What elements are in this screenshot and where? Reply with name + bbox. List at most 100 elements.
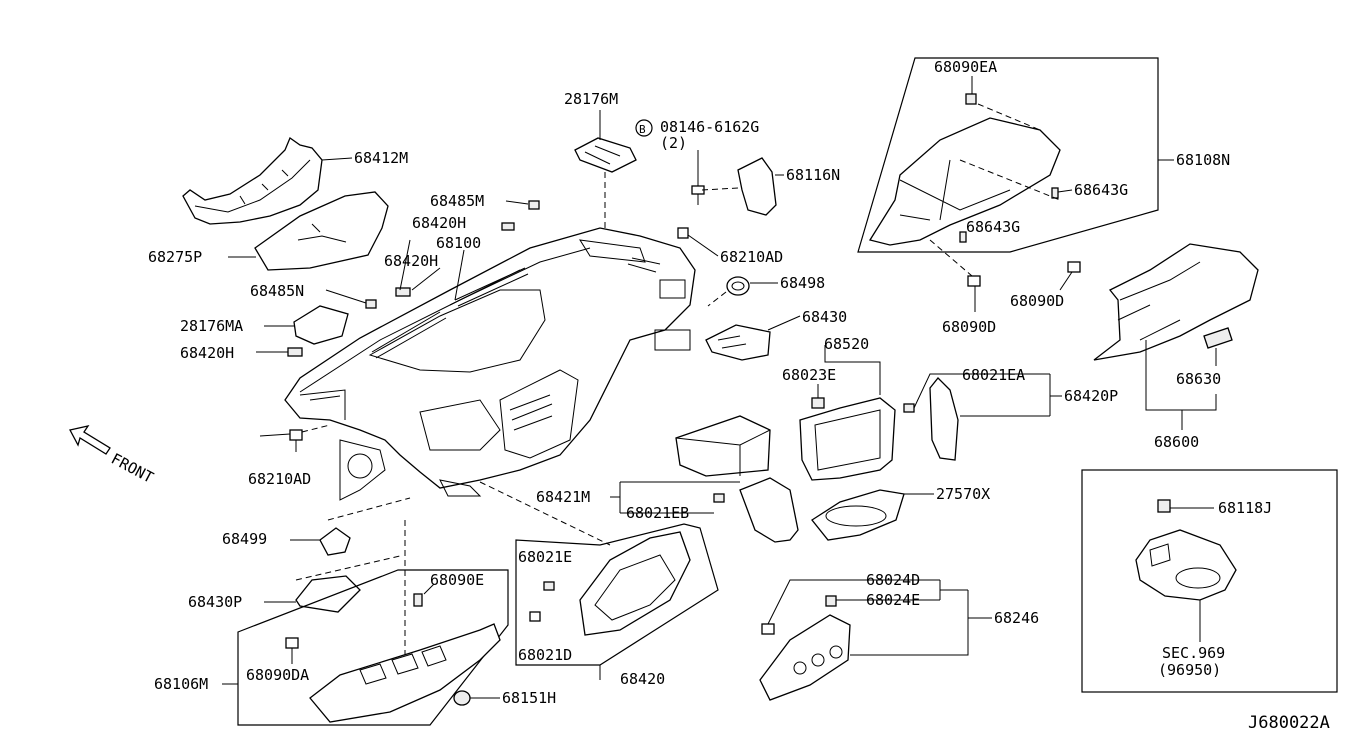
label-68420: 68420 — [620, 670, 665, 688]
part-68420P-side-trim[interactable] — [929, 377, 959, 461]
label-68100: 68100 — [436, 234, 481, 252]
bolt-68210AD-b-icon[interactable] — [289, 429, 303, 452]
leader-68520 — [824, 345, 881, 395]
leader-68485N — [325, 289, 367, 304]
guide-68090EA — [977, 103, 1041, 131]
bolt-68024D-icon[interactable] — [761, 623, 775, 635]
label-68643G-a: 68643G — [1074, 181, 1128, 199]
part-68412M-bracket[interactable] — [182, 137, 323, 225]
bolt-68090D-a-icon[interactable] — [1067, 261, 1081, 273]
label-68151H: 68151H — [502, 689, 556, 707]
front-direction-arrow — [69, 425, 111, 455]
label-27570X: 27570X — [936, 485, 990, 503]
part-sec969-box — [1081, 469, 1338, 693]
part-68421M-vent[interactable] — [739, 477, 799, 543]
clip-68151H-icon[interactable] — [453, 690, 471, 706]
label-68421M: 68421M — [536, 488, 590, 506]
leader-68420H-b — [411, 267, 441, 291]
label-68024E: 68024E — [866, 591, 920, 609]
label-68275P: 68275P — [148, 248, 202, 266]
label-68498: 68498 — [780, 274, 825, 292]
leader-68420H-a — [399, 239, 411, 291]
part-68106M-box — [237, 569, 509, 726]
part-68420-cluster-lid[interactable] — [579, 531, 691, 636]
clip-68021EB-icon[interactable] — [713, 493, 725, 503]
bolt-68021D-icon[interactable] — [529, 611, 541, 622]
front-label: FRONT — [108, 450, 156, 487]
part-68430-bracket[interactable] — [705, 324, 771, 361]
part-68108N-glove-box-inner[interactable] — [868, 117, 1061, 246]
part-68246-switch-panel[interactable] — [759, 614, 851, 701]
leader-68643G-a — [1057, 189, 1073, 193]
diagram-code: J680022A — [1248, 713, 1330, 733]
label-68090E: 68090E — [430, 571, 484, 589]
guide-68430P — [295, 555, 401, 581]
part-28176M-module[interactable] — [574, 137, 637, 173]
label-68420P: 68420P — [1064, 387, 1118, 405]
label-68630: 68630 — [1176, 370, 1221, 388]
label-68090D-b: 68090D — [942, 318, 996, 336]
guide-68498 — [707, 291, 727, 307]
label-68090DA: 68090DA — [246, 666, 309, 684]
label-68021EB: 68021EB — [626, 504, 689, 522]
clip-68090E-icon[interactable] — [413, 593, 423, 607]
clip-68090EA-icon[interactable] — [965, 93, 977, 105]
clip-68420H-a-icon[interactable] — [501, 222, 515, 231]
label-96950: (96950) — [1158, 661, 1221, 679]
bolt-68090D-b-icon[interactable] — [967, 275, 981, 287]
clip-68210AD-a-icon[interactable] — [677, 227, 689, 239]
clip-68021EA-icon[interactable] — [903, 403, 915, 413]
label-68430: 68430 — [802, 308, 847, 326]
part-68116N-bracket[interactable] — [737, 157, 777, 216]
clip-68643G-b-icon[interactable] — [959, 231, 967, 243]
part-68520-center-bezel[interactable] — [675, 397, 896, 481]
leader-68246 — [767, 579, 992, 656]
part-68430P-bracket[interactable] — [295, 575, 361, 613]
part-68100-instrument-panel[interactable] — [284, 227, 696, 501]
guide-68420 — [479, 481, 611, 546]
label-68023E: 68023E — [782, 366, 836, 384]
clip-68021E-icon[interactable] — [543, 581, 555, 591]
clip-68024E-icon[interactable] — [825, 595, 837, 607]
part-96950-console-tray[interactable] — [1135, 529, 1237, 601]
label-qty-2: (2) — [660, 134, 687, 152]
guide-68643G — [959, 159, 1061, 201]
leader-68421M — [610, 481, 740, 514]
label-68420H-c: 68420H — [180, 344, 234, 362]
label-sec-969: SEC.969 — [1162, 644, 1225, 662]
clip-68485M-icon[interactable] — [528, 200, 540, 210]
clip-68420H-b-icon[interactable] — [395, 287, 411, 297]
part-68275P-panel[interactable] — [254, 191, 389, 271]
guide-68116N — [701, 187, 739, 191]
label-28176M: 28176M — [564, 90, 618, 108]
part-27570X-control[interactable] — [811, 489, 905, 541]
leader-68420P — [913, 373, 1062, 417]
leader-68090D-a — [1059, 271, 1073, 291]
label-28176MA: 28176MA — [180, 317, 243, 335]
part-68630-latch[interactable] — [1203, 327, 1233, 349]
part-68106M-lower-panel[interactable] — [309, 623, 501, 723]
clip-68643G-a-icon[interactable] — [1051, 187, 1059, 199]
guide-68210AD-b — [301, 424, 331, 433]
clip-68023E-icon[interactable] — [811, 397, 825, 409]
part-68600-glove-box[interactable] — [1093, 243, 1259, 361]
bolt-68090DA-icon[interactable] — [285, 637, 299, 649]
part-68499-cap[interactable] — [319, 527, 351, 556]
clip-68420H-c-icon[interactable] — [287, 347, 303, 357]
label-68420H-b: 68420H — [384, 252, 438, 270]
part-68498-ring[interactable] — [726, 276, 750, 296]
leader-68100 — [454, 249, 465, 301]
label-68108N: 68108N — [1176, 151, 1230, 169]
label-68090EA: 68090EA — [934, 58, 997, 76]
clip-68118J-icon[interactable] — [1157, 499, 1171, 513]
part-28176MA-module[interactable] — [293, 305, 349, 345]
label-68106M: 68106M — [154, 675, 208, 693]
label-08146-6162G: 08146-6162G — [660, 118, 759, 136]
leader-68485M — [505, 200, 529, 205]
leader-68412M — [321, 157, 353, 161]
clip-68485N-icon[interactable] — [365, 299, 377, 309]
guide-68090D-b — [929, 239, 973, 277]
leader-68210AD-a — [687, 234, 719, 257]
